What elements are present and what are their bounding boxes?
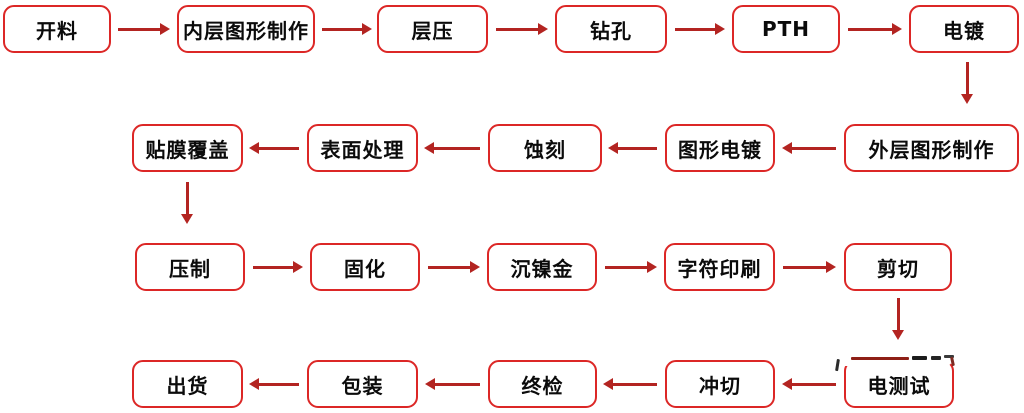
flow-node-enig: 沉镍金 bbox=[487, 243, 597, 291]
arrow-film-to-pressing bbox=[182, 182, 192, 224]
arrow-surface-treatment-to-film bbox=[249, 143, 299, 153]
flow-node-pth: PTH bbox=[732, 5, 840, 53]
arrow-shearing-to-electrical-testing bbox=[893, 298, 903, 340]
flow-node-lamination: 层压 bbox=[377, 5, 488, 53]
flow-node-pattern-plating: 图形电镀 bbox=[665, 124, 775, 172]
flow-node-pressing: 压制 bbox=[135, 243, 245, 291]
watermark-dash-dark bbox=[912, 356, 927, 360]
arrow-lamination-to-drilling bbox=[496, 24, 548, 34]
arrow-pattern-plating-to-etching bbox=[608, 143, 657, 153]
arrow-testing-to-punching bbox=[782, 379, 836, 389]
flow-node-inner-layer-patterning: 内层图形制作 bbox=[177, 5, 315, 53]
arrow-drilling-to-pth bbox=[675, 24, 725, 34]
watermark-tick-left bbox=[835, 358, 840, 372]
arrow-inner-layer-to-lamination bbox=[322, 24, 372, 34]
flow-node-film-covering: 贴膜覆盖 bbox=[132, 124, 243, 172]
arrow-legend-printing-to-shearing bbox=[783, 262, 836, 272]
flow-node-material-cutting: 开料 bbox=[3, 5, 111, 53]
flow-node-curing: 固化 bbox=[310, 243, 420, 291]
flow-node-packaging: 包装 bbox=[307, 360, 418, 408]
flow-node-plating: 电镀 bbox=[909, 5, 1019, 53]
arrow-plating-to-outer-layer bbox=[962, 62, 972, 104]
flow-node-electrical-testing: 电测试 bbox=[844, 360, 954, 408]
flow-node-shearing: 剪切 bbox=[844, 243, 952, 291]
watermark-white-patch bbox=[838, 346, 952, 366]
flow-node-etching: 蚀刻 bbox=[488, 124, 602, 172]
arrow-inspection-to-packaging bbox=[425, 379, 480, 389]
arrow-pth-to-plating bbox=[848, 24, 902, 34]
arrow-pressing-to-curing bbox=[253, 262, 303, 272]
arrow-etching-to-surface-treatment bbox=[424, 143, 480, 153]
arrow-curing-to-enig bbox=[428, 262, 480, 272]
flow-node-outer-layer-patterning: 外层图形制作 bbox=[844, 124, 1019, 172]
arrow-cutting-to-inner-layer bbox=[118, 24, 170, 34]
watermark-tick-right bbox=[950, 356, 955, 367]
arrow-packaging-to-shipping bbox=[249, 379, 299, 389]
flow-node-shipping: 出货 bbox=[132, 360, 243, 408]
watermark-dash-dark bbox=[944, 355, 954, 358]
flow-node-final-inspection: 终检 bbox=[488, 360, 597, 408]
flow-node-punching: 冲切 bbox=[665, 360, 775, 408]
arrow-outer-layer-to-pattern-plating bbox=[782, 143, 836, 153]
arrow-punching-to-final-inspection bbox=[603, 379, 657, 389]
watermark-dash-dark bbox=[931, 356, 941, 360]
flow-node-surface-treatment: 表面处理 bbox=[307, 124, 418, 172]
flow-node-drilling: 钻孔 bbox=[555, 5, 667, 53]
flow-node-legend-printing: 字符印刷 bbox=[664, 243, 775, 291]
watermark-dash-red bbox=[851, 357, 909, 360]
arrow-enig-to-legend-printing bbox=[605, 262, 657, 272]
